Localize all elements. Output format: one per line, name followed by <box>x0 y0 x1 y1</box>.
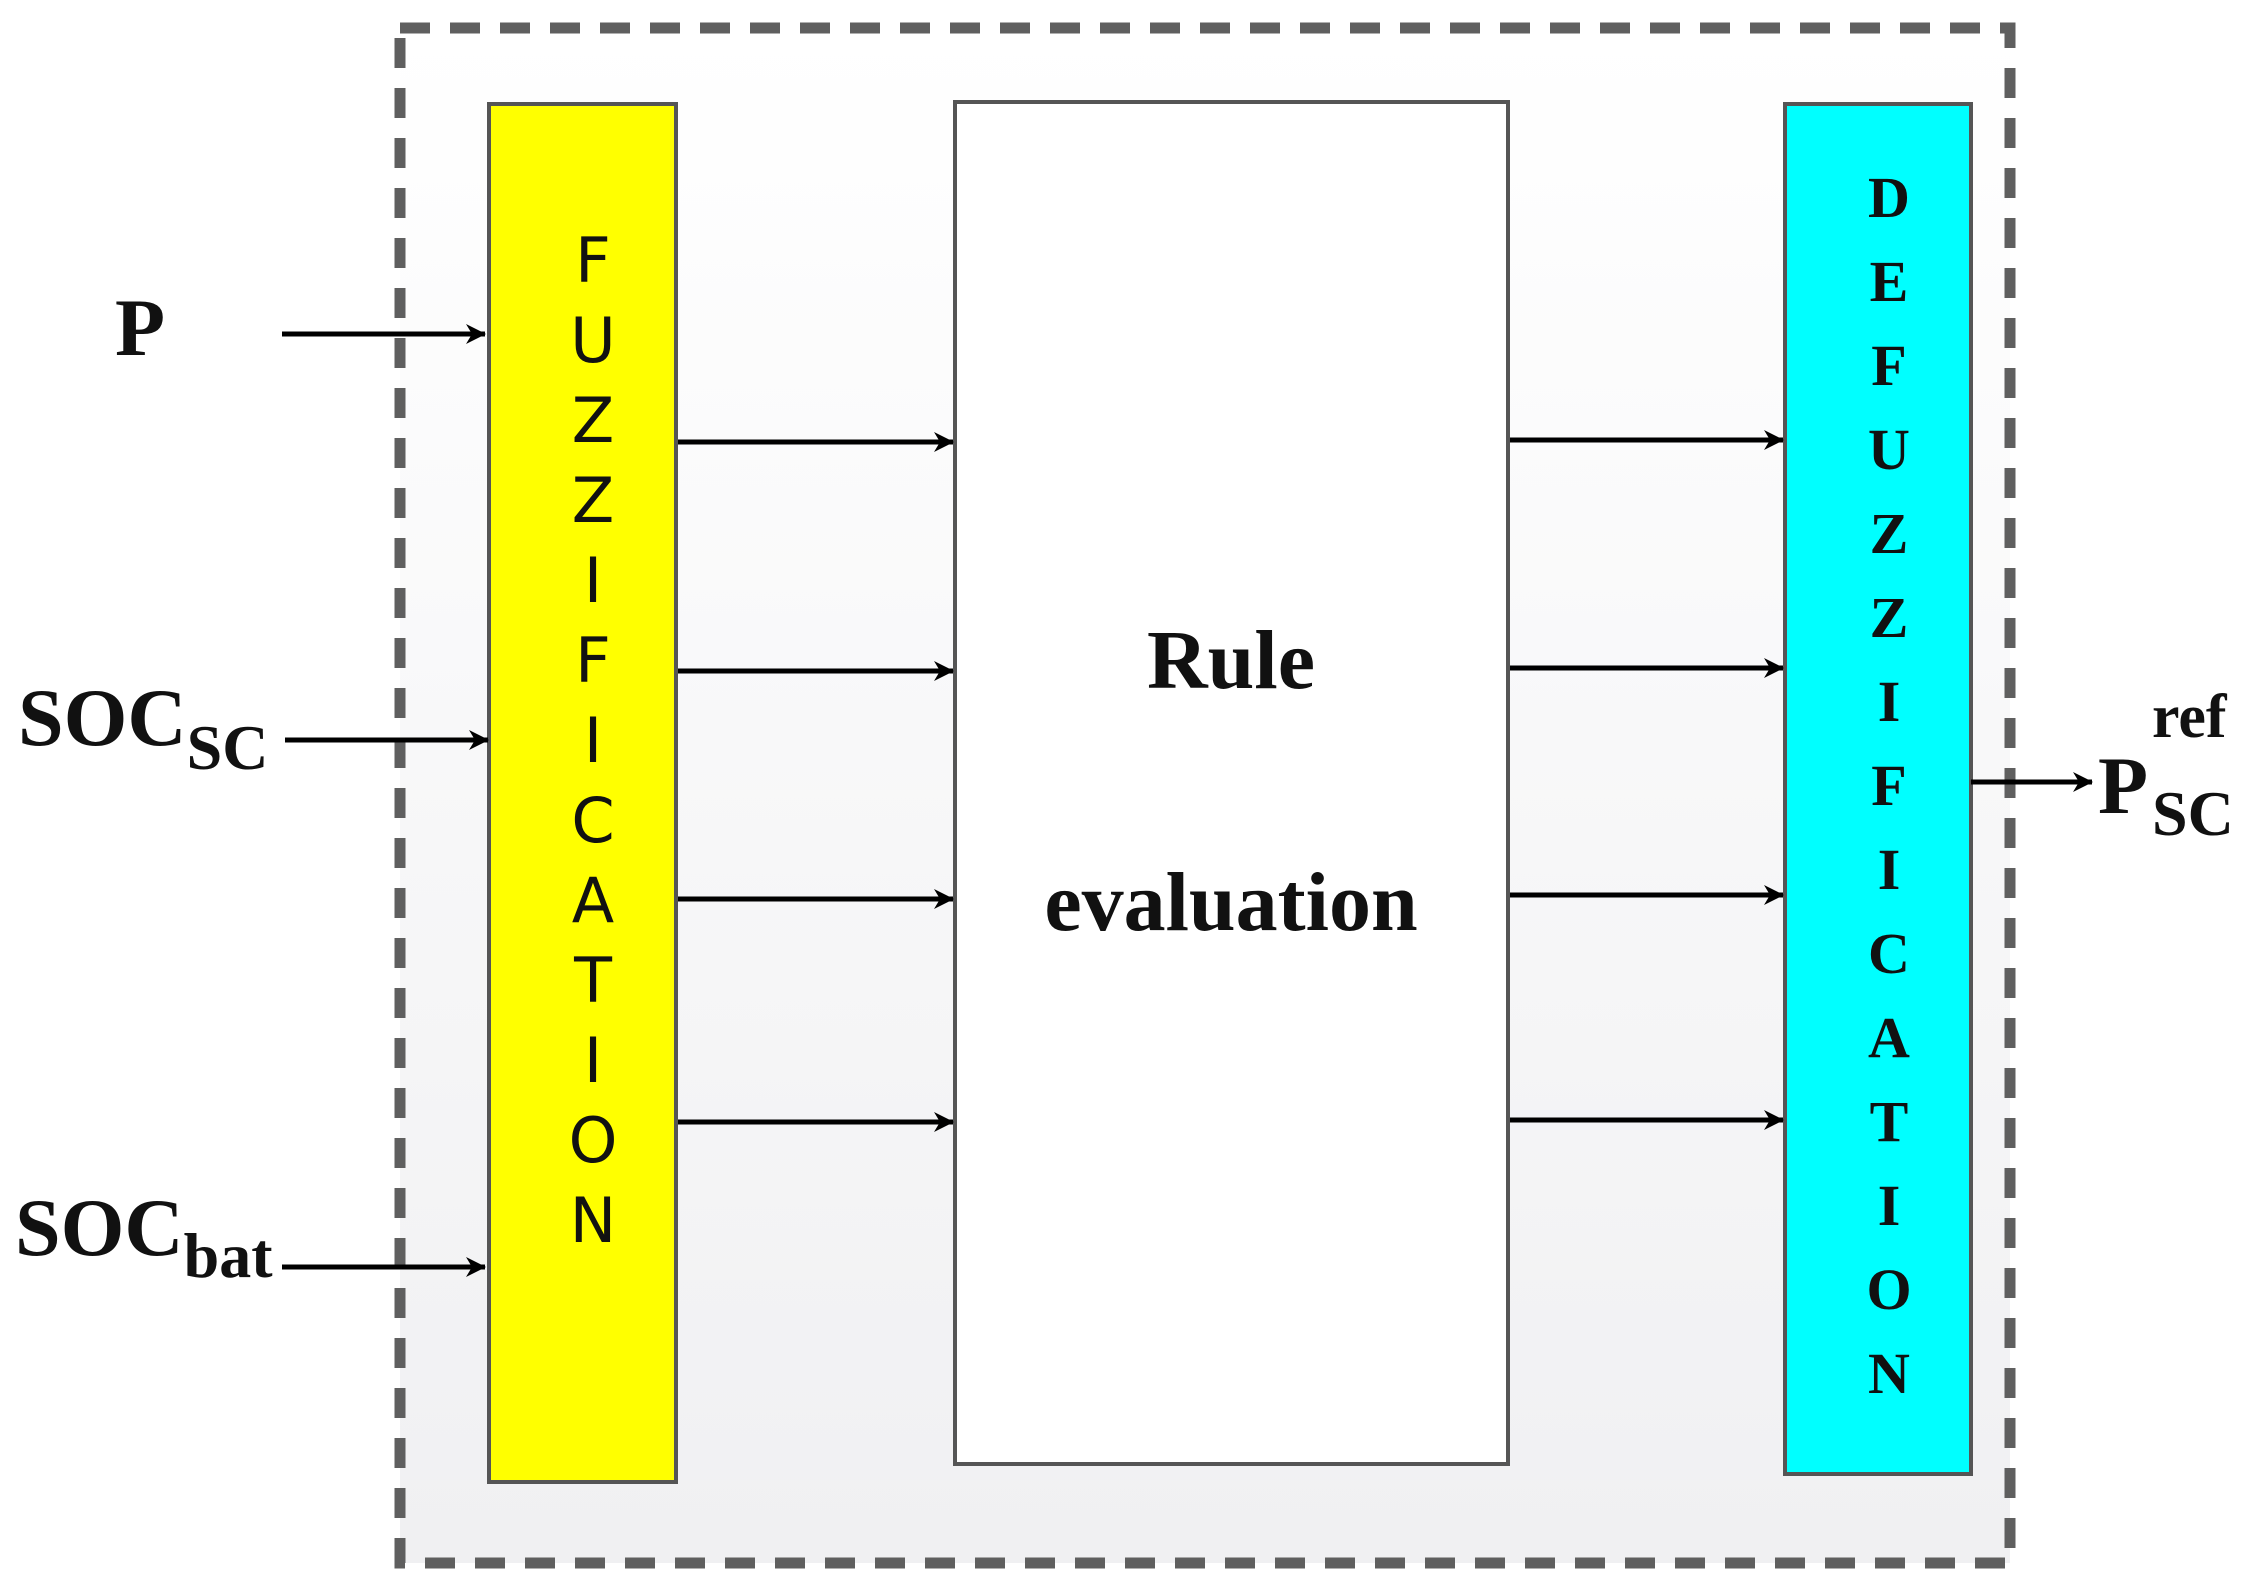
defuzz-letter: C <box>1868 921 1910 986</box>
defuzz-letter: O <box>1866 1257 1911 1322</box>
rule-evaluation-title-line2: evaluation <box>1044 856 1417 949</box>
input-label-soc-sc-main: SOC <box>18 672 187 763</box>
fuzz-letter: C <box>571 784 614 857</box>
input-label-soc-bat-sub: bat <box>184 1220 274 1291</box>
fuzz-letter: T <box>573 944 613 1017</box>
rule-evaluation-title-line1: Rule <box>1147 614 1315 707</box>
input-label-soc-sc: SOCSC <box>18 672 268 783</box>
defuzz-letter: Z <box>1870 501 1909 566</box>
fuzz-letter: I <box>584 544 602 617</box>
fuzz-letter: I <box>584 704 602 777</box>
defuzzification-block <box>1783 102 1973 1476</box>
defuzz-letter: F <box>1871 333 1906 398</box>
fuzz-letter: Z <box>572 464 614 537</box>
defuzz-letter: N <box>1868 1341 1910 1406</box>
input-label-soc-sc-sub: SC <box>187 712 269 783</box>
defuzz-letter: Z <box>1870 585 1909 650</box>
defuzz-letter: I <box>1878 1173 1901 1238</box>
output-label-main: P <box>2098 740 2148 831</box>
fuzz-letter: I <box>584 1024 602 1097</box>
input-label-soc-bat: SOCbat <box>15 1182 273 1291</box>
fuzz-letter: U <box>570 304 615 377</box>
defuzz-letter: E <box>1870 249 1909 314</box>
defuzz-letter: A <box>1868 1005 1910 1070</box>
rule-evaluation-block <box>953 100 1510 1466</box>
fuzz-letter: A <box>572 864 614 937</box>
defuzz-letter: I <box>1878 669 1901 734</box>
fuzz-letter: Z <box>572 384 614 457</box>
fuzz-letter: N <box>570 1184 616 1257</box>
defuzz-letter: F <box>1871 753 1906 818</box>
fuzzification-block <box>487 102 678 1484</box>
output-label-sup: ref <box>2152 683 2228 751</box>
defuzz-letter: T <box>1870 1089 1909 1154</box>
input-label-soc-bat-main: SOC <box>15 1182 184 1273</box>
defuzz-letter: U <box>1868 417 1910 482</box>
fuzz-letter: O <box>569 1104 618 1177</box>
defuzz-letter: I <box>1878 837 1901 902</box>
fuzz-letter: F <box>575 224 611 297</box>
output-label-sub: SC <box>2152 778 2234 849</box>
defuzz-letter: D <box>1868 165 1910 230</box>
input-label-p: P <box>115 282 165 373</box>
fuzz-letter: F <box>575 624 611 697</box>
